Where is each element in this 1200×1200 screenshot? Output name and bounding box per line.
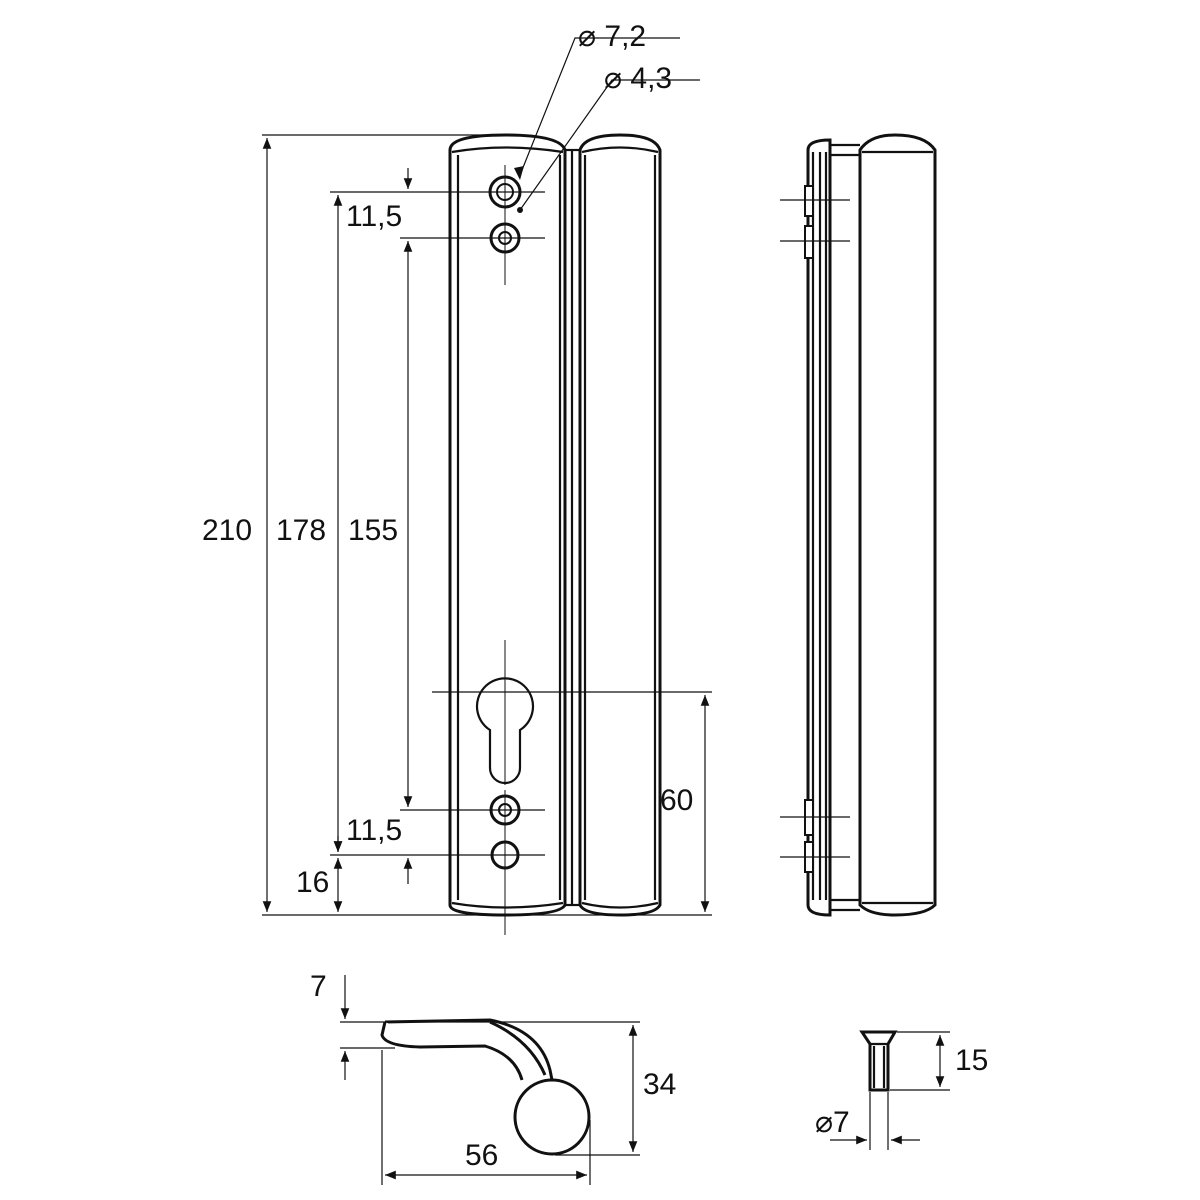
screw-view xyxy=(830,1030,950,1150)
label-lever-thickness: 7 xyxy=(310,970,327,1003)
side-view xyxy=(780,133,937,917)
label-lever-length: 56 xyxy=(465,1139,498,1172)
label-lever-height: 34 xyxy=(643,1068,676,1101)
label-spacing-bottom: 11,5 xyxy=(346,814,402,847)
front-view-plate xyxy=(448,133,662,935)
label-bottom-16: 16 xyxy=(296,866,329,899)
label-height-155: 155 xyxy=(348,514,398,547)
label-spacing-top: 11,5 xyxy=(346,200,402,233)
label-screw-length: 15 xyxy=(955,1044,988,1077)
label-hole-dia-small: ⌀ 4,3 xyxy=(604,62,672,95)
dimension-lines xyxy=(262,37,710,912)
label-hole-dia-large: ⌀ 7,2 xyxy=(578,20,646,53)
lever-handle-view xyxy=(340,975,640,1185)
label-height-178: 178 xyxy=(276,514,326,547)
label-height-total: 210 xyxy=(202,514,252,547)
label-cylinder-60: 60 xyxy=(660,784,693,817)
extension-lines xyxy=(262,134,712,916)
label-screw-dia: ⌀7 xyxy=(815,1106,850,1139)
cylinder-cutout xyxy=(475,677,535,785)
lever-knob xyxy=(513,1078,591,1156)
